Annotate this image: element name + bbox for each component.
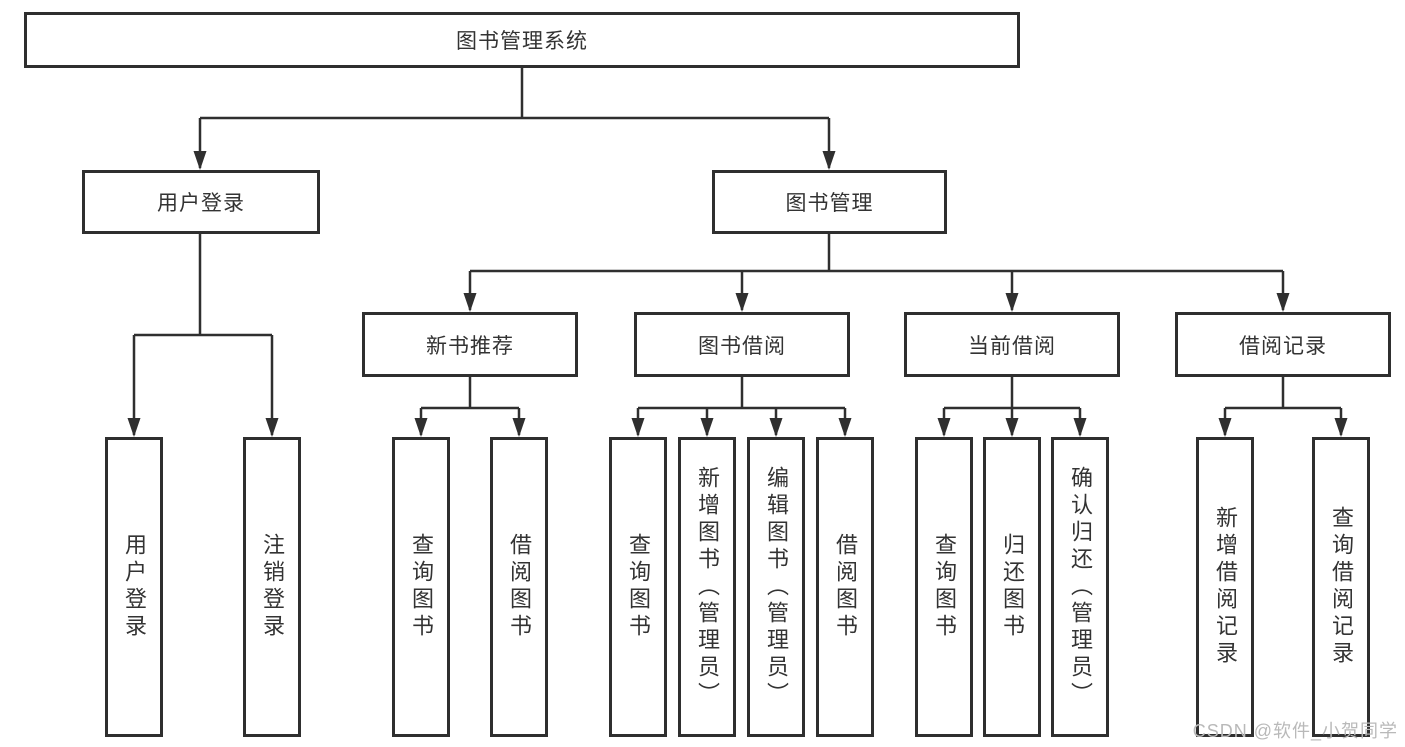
leaf-logout: 注销登录 bbox=[243, 437, 301, 737]
node-current-borrow: 当前借阅 bbox=[904, 312, 1120, 377]
node-user-login: 用户登录 bbox=[82, 170, 320, 234]
leaf-query-books-borrow: 查询图书 bbox=[609, 437, 667, 737]
leaf-query-borrow-record: 查询借阅记录 bbox=[1312, 437, 1370, 737]
leaf-user-login: 用户登录 bbox=[105, 437, 163, 737]
leaf-query-books-recommend: 查询图书 bbox=[392, 437, 450, 737]
leaf-edit-books-admin: 编辑图书（管理员） bbox=[747, 437, 805, 737]
node-book-management: 图书管理 bbox=[712, 170, 947, 234]
leaf-borrow-books-recommend: 借阅图书 bbox=[490, 437, 548, 737]
leaf-add-borrow-record: 新增借阅记录 bbox=[1196, 437, 1254, 737]
leaf-add-books-admin: 新增图书（管理员） bbox=[678, 437, 736, 737]
node-book-borrow: 图书借阅 bbox=[634, 312, 850, 377]
node-borrow-records: 借阅记录 bbox=[1175, 312, 1391, 377]
tree-edges bbox=[132, 68, 1343, 435]
node-root-library-system: 图书管理系统 bbox=[24, 12, 1020, 68]
leaf-query-books-current: 查询图书 bbox=[915, 437, 973, 737]
csdn-watermark: CSDN @软件_小贺同学 bbox=[1192, 721, 1398, 741]
leaf-return-books: 归还图书 bbox=[983, 437, 1041, 737]
leaf-borrow-books: 借阅图书 bbox=[816, 437, 874, 737]
node-new-book-recommend: 新书推荐 bbox=[362, 312, 578, 377]
leaf-confirm-return-admin: 确认归还（管理员） bbox=[1051, 437, 1109, 737]
